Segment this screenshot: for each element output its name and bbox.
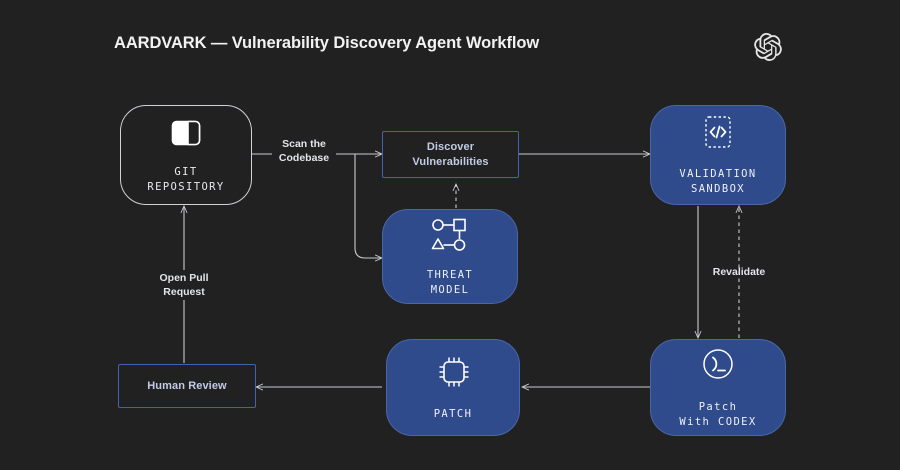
node-validation-sandbox[interactable]: VALIDATION SANDBOX [650,105,786,205]
edge-label-open-pull-request: Open Pull Request [159,272,209,298]
node-label-human-review: Human Review [147,379,227,392]
code-brackets-icon [698,113,738,158]
openai-logo-icon [754,33,782,62]
edge-git-to-threat-model [354,154,382,258]
cpu-chip-icon [433,353,473,398]
page-title: AARDVARK — Vulnerability Discovery Agent… [114,34,540,52]
edge-label-revalidate: Revalidate [712,266,766,278]
node-label-validation-sandbox: VALIDATION SANDBOX [679,168,757,195]
node-patch[interactable]: PATCH [386,339,520,436]
node-label-discover-vulnerabilities: Discover Vulnerabilities [412,140,489,168]
node-label-patch: PATCH [433,408,473,420]
repository-split-panel-icon [168,115,204,156]
node-threat-model[interactable]: THREAT MODEL [382,209,518,304]
node-patch-with-codex[interactable]: Patch With CODEX [650,339,786,436]
node-graph-icon [429,216,471,259]
node-label-patch-with-codex: Patch With CODEX [679,400,757,428]
edge-label-scan-the-codebase: Scan the Codebase [278,138,330,164]
node-label-threat-model: THREAT MODEL [426,268,474,296]
node-git-repository[interactable]: GIT REPOSITORY [120,105,252,205]
node-discover-vulnerabilities[interactable]: Discover Vulnerabilities [382,131,519,178]
terminal-prompt-icon [698,346,738,391]
node-label-git-repository: GIT REPOSITORY [147,166,225,193]
node-human-review[interactable]: Human Review [118,364,256,408]
